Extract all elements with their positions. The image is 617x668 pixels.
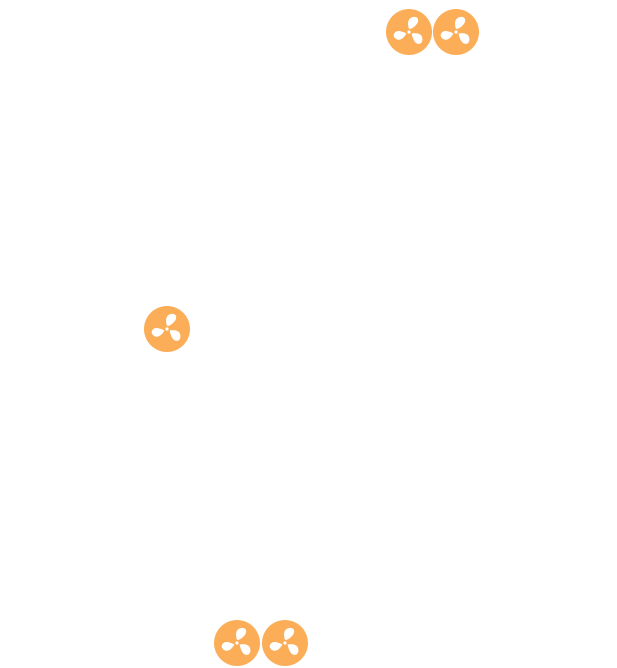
fan-icon[interactable] <box>385 8 433 56</box>
fan-icon[interactable] <box>261 619 309 667</box>
fan-icon[interactable] <box>432 8 480 56</box>
fan-icon[interactable] <box>143 305 191 353</box>
fan-icon[interactable] <box>213 619 261 667</box>
